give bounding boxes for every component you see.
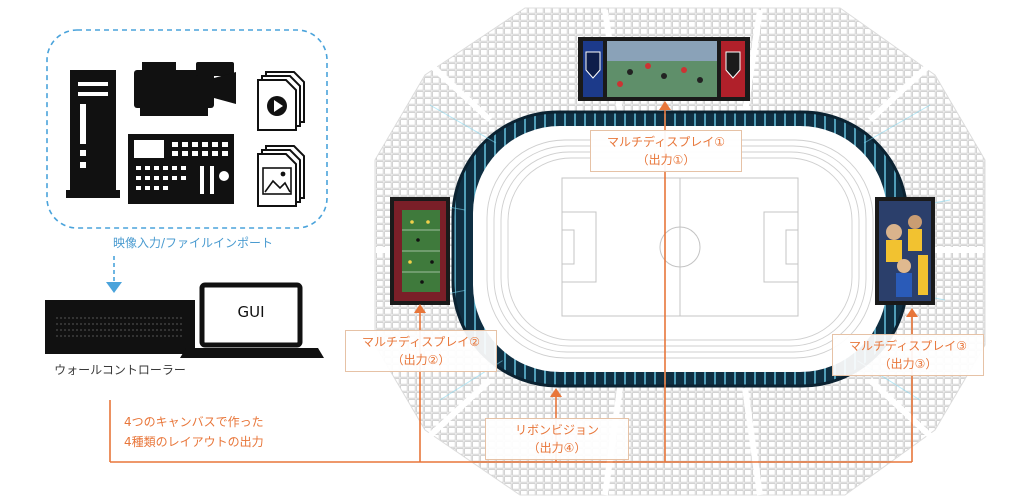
video-switcher-icon (128, 134, 234, 204)
output-note: 4つのキャンバスで作った 4種類のレイアウトの出力 (124, 413, 324, 451)
multi-display-2-screen (390, 197, 450, 305)
output-note-line1: 4つのキャンバスで作った (124, 415, 264, 429)
gui-label: GUI (237, 303, 265, 321)
server-tower-icon (66, 70, 120, 198)
output-1-title: マルチディスプレイ① (607, 135, 725, 149)
input-arrow-head (106, 282, 122, 293)
wall-controller-label: ウォールコントローラー (54, 363, 186, 377)
input-sources-frame (46, 29, 328, 229)
output-3-title: マルチディスプレイ③ (849, 339, 967, 353)
output-label-2: マルチディスプレイ② （出力②） (345, 330, 497, 372)
output-1-sub: （出力①） (636, 153, 696, 167)
multi-display-1-screen (578, 37, 750, 101)
image-file-icon (257, 145, 305, 207)
output-2-title: マルチディスプレイ② (362, 335, 480, 349)
wall-controller-device (45, 300, 195, 354)
output-4-sub: （出力④） (527, 441, 587, 455)
output-arrow-heads (414, 101, 918, 397)
stadium (374, 7, 986, 496)
video-file-icon (257, 71, 305, 131)
input-caption: 映像入力/ファイルインポート (112, 236, 274, 250)
video-camera-icon (134, 62, 236, 116)
output-note-line2: 4種類のレイアウトの出力 (124, 435, 264, 449)
output-label-3: マルチディスプレイ③ （出力③） (832, 334, 984, 376)
multi-display-3-screen (875, 197, 935, 305)
gui-laptop (180, 282, 324, 358)
running-track (486, 139, 874, 359)
output-2-sub: （出力②） (391, 353, 451, 367)
output-label-1: マルチディスプレイ① （出力①） (590, 130, 742, 172)
output-3-sub: （出力③） (878, 357, 938, 371)
soccer-pitch (561, 177, 799, 317)
output-label-4: リボンビジョン （出力④） (485, 418, 629, 460)
output-4-title: リボンビジョン (514, 423, 599, 437)
